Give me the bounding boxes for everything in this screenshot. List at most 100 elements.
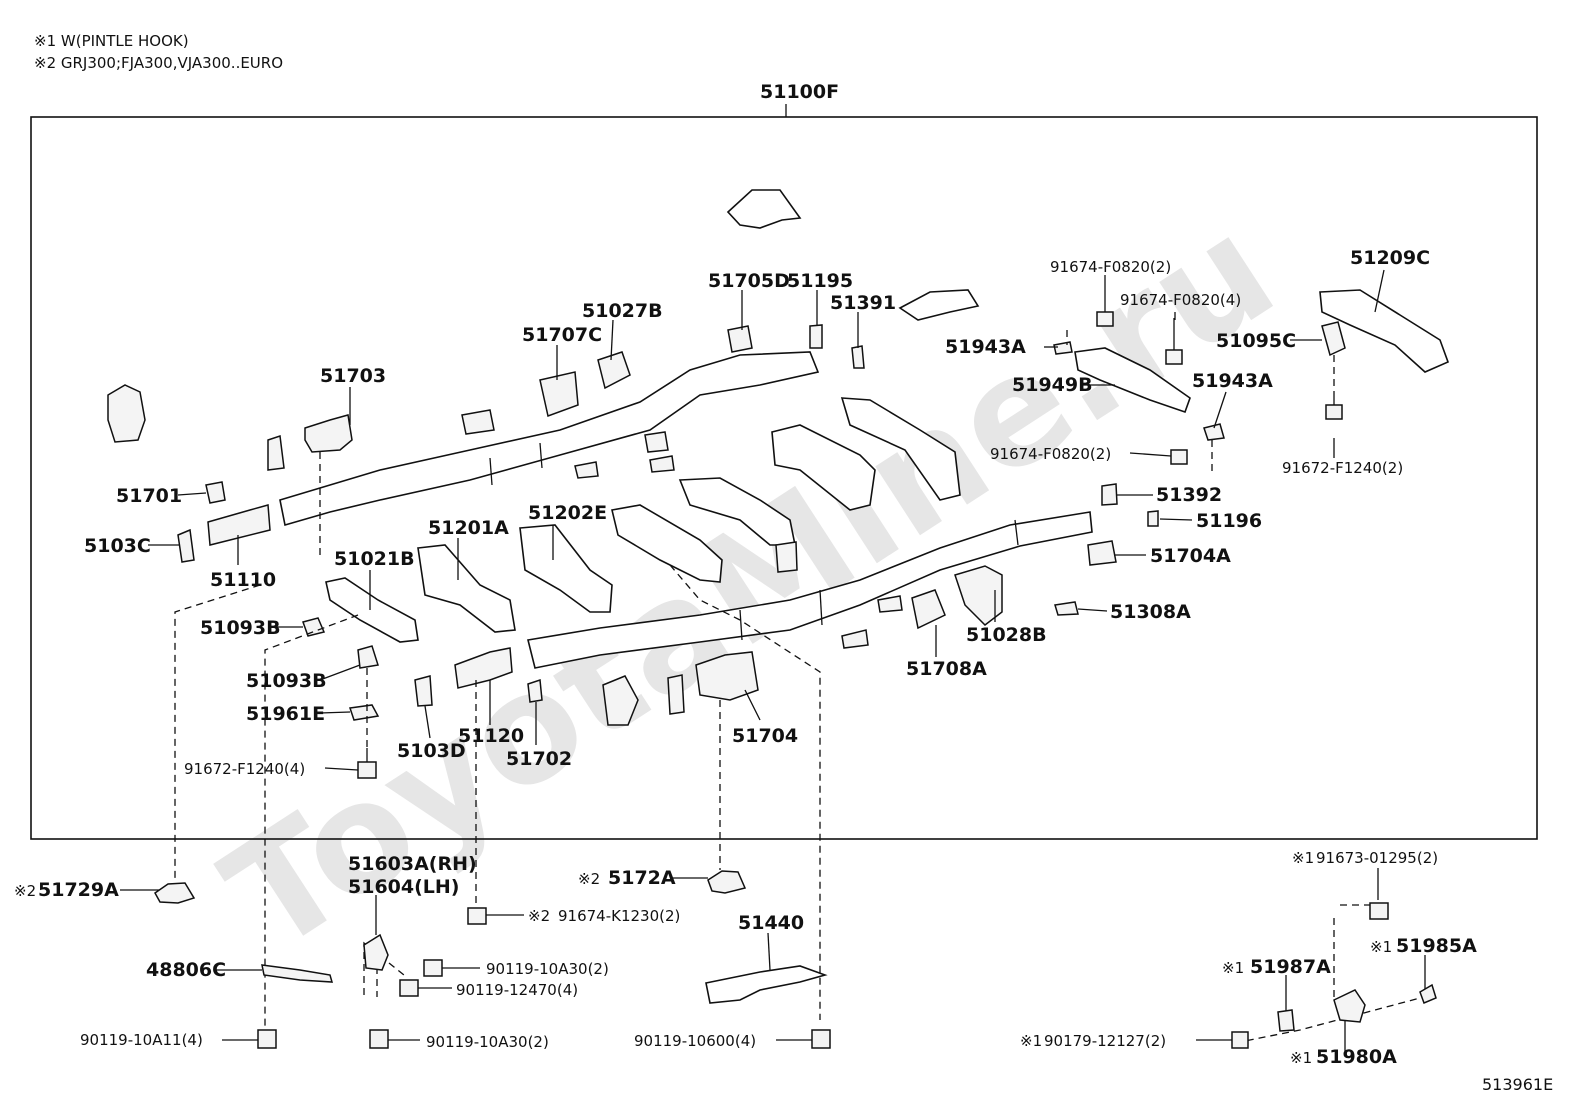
bolt-91673-01295[interactable] <box>1369 902 1389 920</box>
bolt-91674-K1230[interactable] <box>467 907 487 925</box>
bracket-51987A[interactable] <box>1277 1009 1295 1032</box>
label-51195[interactable]: 51195 <box>787 270 853 292</box>
label-51987A[interactable]: 51987A <box>1250 956 1331 978</box>
label-51392[interactable]: 51392 <box>1156 484 1222 506</box>
label-90119-10A30-b[interactable]: 90119-10A30(2) <box>426 1033 549 1051</box>
bracket-51392[interactable] <box>1101 483 1118 506</box>
crossmember-front-a[interactable] <box>417 544 516 633</box>
bolt-91674-F0820-b[interactable] <box>1165 318 1183 365</box>
label-51604-lh[interactable]: 51604(LH) <box>348 876 459 898</box>
bracket-top-right[interactable] <box>898 289 980 321</box>
label-90119-10600[interactable]: 90119-10600(4) <box>634 1032 756 1050</box>
bracket-51704[interactable] <box>695 651 759 701</box>
bracket-small-e[interactable] <box>649 455 675 473</box>
label-5103C[interactable]: 5103C <box>84 535 151 557</box>
label-51707C[interactable]: 51707C <box>522 324 602 346</box>
label-51943A-a[interactable]: 51943A <box>945 336 1026 358</box>
right-frame-rail[interactable] <box>527 511 1093 669</box>
label-51110[interactable]: 51110 <box>210 569 276 591</box>
shield-48806C[interactable] <box>261 964 334 983</box>
crossmember-rear-upper[interactable] <box>1319 289 1450 373</box>
crossmember-mid-plate[interactable] <box>611 504 723 583</box>
bracket-51949B[interactable] <box>1074 347 1191 414</box>
bolt-91674-F0820-c[interactable] <box>1170 449 1188 465</box>
label-51308A[interactable]: 51308A <box>1110 601 1191 623</box>
crossmember-center-a[interactable] <box>771 424 876 511</box>
label-51196[interactable]: 51196 <box>1196 510 1262 532</box>
label-48806C[interactable]: 48806C <box>146 959 226 981</box>
label-51704A[interactable]: 51704A <box>1150 545 1231 567</box>
bracket-51110[interactable] <box>207 504 271 546</box>
label-51093B-a[interactable]: 51093B <box>200 617 281 639</box>
label-51093B-b[interactable]: 51093B <box>246 670 327 692</box>
label-90179-12127[interactable]: 90179-12127(2) <box>1044 1032 1166 1050</box>
label-51949B[interactable]: 51949B <box>1012 374 1093 396</box>
bracket-51093B-b[interactable] <box>357 645 379 669</box>
bolt-90119-10A30-b[interactable] <box>369 1029 389 1049</box>
bracket-51120[interactable] <box>454 647 513 689</box>
label-91674-F0820-2a[interactable]: 91674-F0820(2) <box>1050 258 1171 276</box>
bracket-51707C[interactable] <box>539 371 579 417</box>
label-51703[interactable]: 51703 <box>320 365 386 387</box>
cover-5172A[interactable] <box>707 870 747 894</box>
label-51021B[interactable]: 51021B <box>334 548 415 570</box>
label-90119-12470[interactable]: 90119-12470(4) <box>456 981 578 999</box>
label-51985A[interactable]: 51985A <box>1396 935 1477 957</box>
bolt-90119-12470[interactable] <box>399 979 419 997</box>
label-51708A[interactable]: 51708A <box>906 658 987 680</box>
label-91674-F0820-2b[interactable]: 91674-F0820(2) <box>990 445 1111 463</box>
bracket-lower-mid-a[interactable] <box>602 675 639 726</box>
top-bracket[interactable] <box>726 189 802 229</box>
label-51028B[interactable]: 51028B <box>966 624 1047 646</box>
nut-90179-12127[interactable] <box>1231 1031 1249 1049</box>
bracket-51027B[interactable] <box>597 351 631 390</box>
bracket-51702[interactable] <box>527 678 543 703</box>
bracket-small-f[interactable] <box>775 541 798 573</box>
bracket-51708A[interactable] <box>911 589 946 630</box>
bolt-91672-F1240-b[interactable] <box>357 748 377 779</box>
label-90119-10A30-a[interactable]: 90119-10A30(2) <box>486 960 609 978</box>
bracket-51308A[interactable] <box>1054 601 1079 616</box>
label-51095C[interactable]: 51095C <box>1216 330 1296 352</box>
left-frame-rail[interactable] <box>279 351 820 527</box>
label-51202E[interactable]: 51202E <box>528 502 607 524</box>
label-51201A[interactable]: 51201A <box>428 517 509 539</box>
bracket-51196[interactable] <box>1147 510 1159 527</box>
pintle-51985A[interactable] <box>1419 983 1437 1004</box>
label-51440[interactable]: 51440 <box>738 912 804 934</box>
bracket-51704A[interactable] <box>1087 540 1117 566</box>
bracket-51703[interactable] <box>304 414 353 453</box>
label-51603A-rh[interactable]: 51603A(RH) <box>348 853 477 875</box>
bolt-91674-F0820-a[interactable] <box>1096 302 1114 327</box>
bracket-51391[interactable] <box>851 345 865 369</box>
hook-51980A[interactable] <box>1333 989 1366 1023</box>
label-51704[interactable]: 51704 <box>732 725 798 747</box>
bolt-91672-F1240-a[interactable] <box>1325 395 1343 420</box>
bracket-51095C[interactable] <box>1321 321 1346 357</box>
label-51027B[interactable]: 51027B <box>582 300 663 322</box>
label-51702[interactable]: 51702 <box>506 748 572 770</box>
label-5103D[interactable]: 5103D <box>397 740 466 762</box>
label-91674-F0820-4[interactable]: 91674-F0820(4) <box>1120 291 1241 309</box>
label-51209C[interactable]: 51209C <box>1350 247 1430 269</box>
bolt-90119-10600[interactable] <box>811 1029 831 1049</box>
label-51701[interactable]: 51701 <box>116 485 182 507</box>
washer-51961E[interactable] <box>349 704 380 721</box>
bracket-5103C[interactable] <box>177 528 195 563</box>
bracket-51701[interactable] <box>205 481 226 504</box>
crossmember-front-b[interactable] <box>519 524 613 613</box>
label-90119-10A11[interactable]: 90119-10A11(4) <box>80 1031 203 1049</box>
bracket-small-d[interactable] <box>574 461 599 479</box>
label-51705D[interactable]: 51705D <box>708 270 790 292</box>
main-assembly-label[interactable]: 51100F <box>760 81 839 103</box>
bracket-small-h[interactable] <box>841 629 869 649</box>
label-91673-01295[interactable]: 91673-01295(2) <box>1316 849 1438 867</box>
bracket-small-c[interactable] <box>644 431 669 453</box>
label-51943A-b[interactable]: 51943A <box>1192 370 1273 392</box>
label-91672-F1240-2[interactable]: 91672-F1240(2) <box>1282 459 1403 477</box>
label-51729A[interactable]: 51729A <box>38 879 119 901</box>
label-51391[interactable]: 51391 <box>830 292 896 314</box>
crossmember-center-b[interactable] <box>840 397 961 501</box>
label-5172A[interactable]: 5172A <box>608 867 676 889</box>
bracket-rear-left[interactable] <box>107 384 146 443</box>
